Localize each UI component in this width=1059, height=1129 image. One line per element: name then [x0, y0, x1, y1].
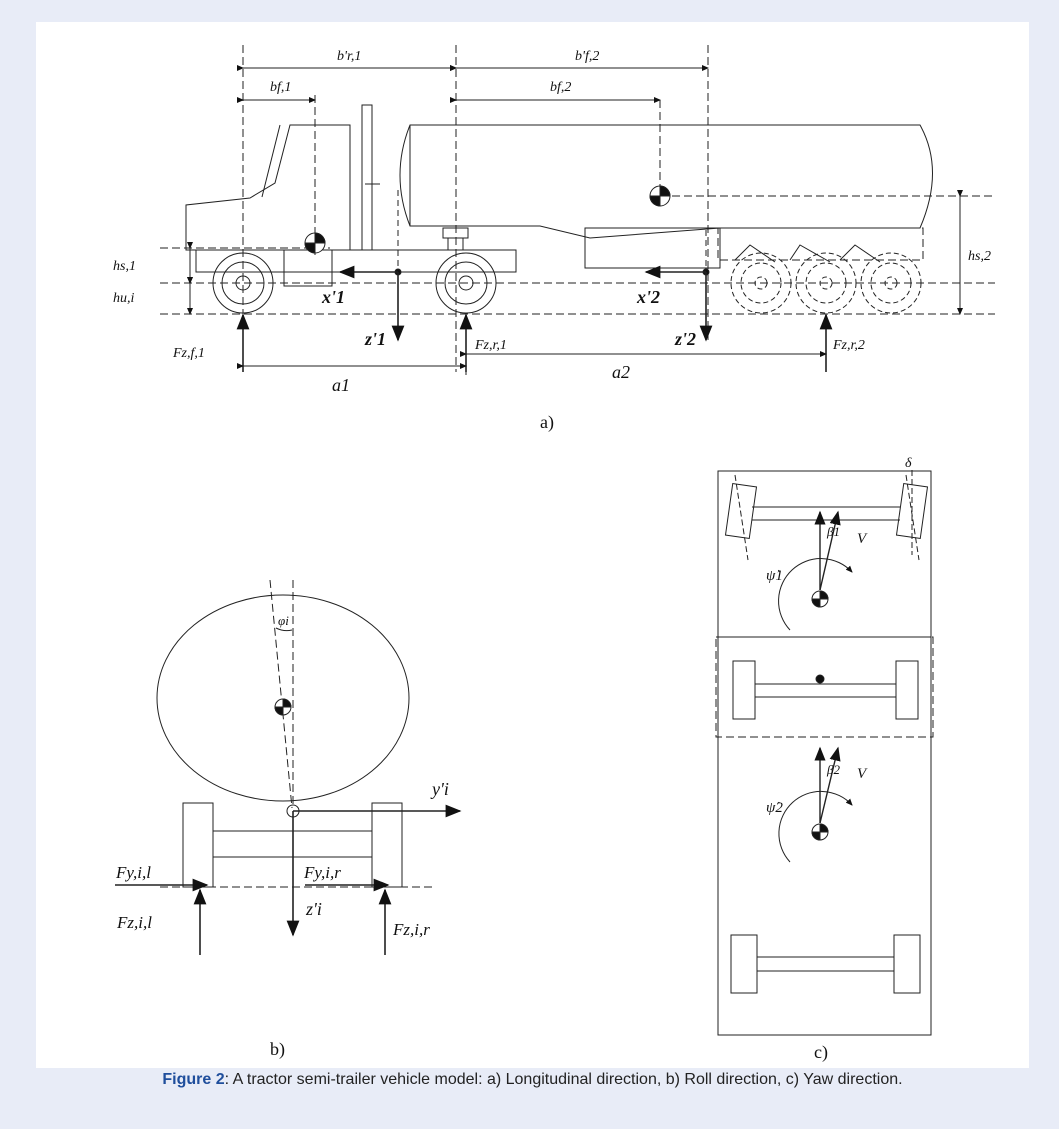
- label-v1: V: [857, 531, 868, 547]
- sub-label-c: c): [814, 1042, 828, 1063]
- panel-a-longitudinal: [160, 45, 995, 375]
- label-z-axis: z'i: [305, 899, 322, 919]
- label-fzr1: Fz,r,1: [474, 338, 507, 353]
- label-z2: z'2: [674, 329, 696, 349]
- panel-c-yaw: [715, 470, 934, 1036]
- panel-c-labels: δ β1 V ψ̇1 β2 V ψ̇2 c): [766, 456, 912, 1063]
- label-x1: x'1: [321, 287, 345, 307]
- cg-tractor-top: [811, 590, 829, 608]
- label-fzf1: Fz,f,1: [172, 346, 205, 361]
- label-y-axis: y'i: [430, 779, 449, 799]
- cg-trailer-top: [811, 823, 829, 841]
- label-fyir: Fy,i,r: [303, 863, 341, 882]
- label-delta: δ: [905, 456, 912, 471]
- sub-label-b: b): [270, 1039, 285, 1060]
- label-b-f1: bf,1: [270, 80, 291, 95]
- label-a2: a2: [612, 362, 630, 382]
- caption-text: : A tractor semi-trailer vehicle model: …: [224, 1071, 903, 1088]
- wheel-front: [212, 252, 274, 314]
- cg-tractor: [304, 232, 326, 254]
- wheel-trailer-2: [795, 252, 857, 314]
- wheel-trailer-3: [860, 252, 922, 314]
- label-fzir: Fz,i,r: [392, 920, 430, 939]
- label-psi1: ψ̇1: [766, 568, 783, 584]
- label-fzil: Fz,i,l: [116, 913, 152, 932]
- label-b-f2-prime: b'f,2: [575, 49, 599, 64]
- wheel-trailer-1: [730, 252, 792, 314]
- label-psi2: ψ̇2: [766, 800, 783, 816]
- label-h-s2: hs,2: [968, 249, 991, 264]
- panel-a-labels: b'r,1 b'f,2 bf,1 bf,2 hs,1 hu,i hs,2 x'1…: [113, 49, 991, 433]
- panel-b-labels: φi y'i z'i Fy,i,l Fy,i,r Fz,i,l Fz,i,r b…: [115, 613, 449, 1060]
- figure-number: Figure 2: [162, 1071, 225, 1088]
- label-beta2: β2: [826, 762, 840, 777]
- panel-b-roll: [115, 579, 462, 955]
- label-h-u-i: hu,i: [113, 291, 135, 306]
- label-phi: φi: [278, 613, 289, 628]
- label-x2: x'2: [636, 287, 660, 307]
- label-z1: z'1: [364, 329, 386, 349]
- label-fyil: Fy,i,l: [115, 863, 151, 882]
- label-beta1: β1: [826, 524, 840, 539]
- label-b-f2: bf,2: [550, 80, 571, 95]
- wheel-drive: [435, 252, 497, 314]
- cg-trailer: [649, 185, 671, 207]
- label-v2: V: [857, 766, 868, 782]
- sub-label-a: a): [540, 412, 554, 433]
- label-fzr2: Fz,r,2: [832, 338, 865, 353]
- label-h-s1: hs,1: [113, 259, 136, 274]
- label-a1: a1: [332, 375, 350, 395]
- figure-caption: Figure 2: A tractor semi-trailer vehicle…: [36, 1071, 1029, 1089]
- label-b-r1: b'r,1: [337, 49, 361, 64]
- cg-roll: [274, 698, 292, 716]
